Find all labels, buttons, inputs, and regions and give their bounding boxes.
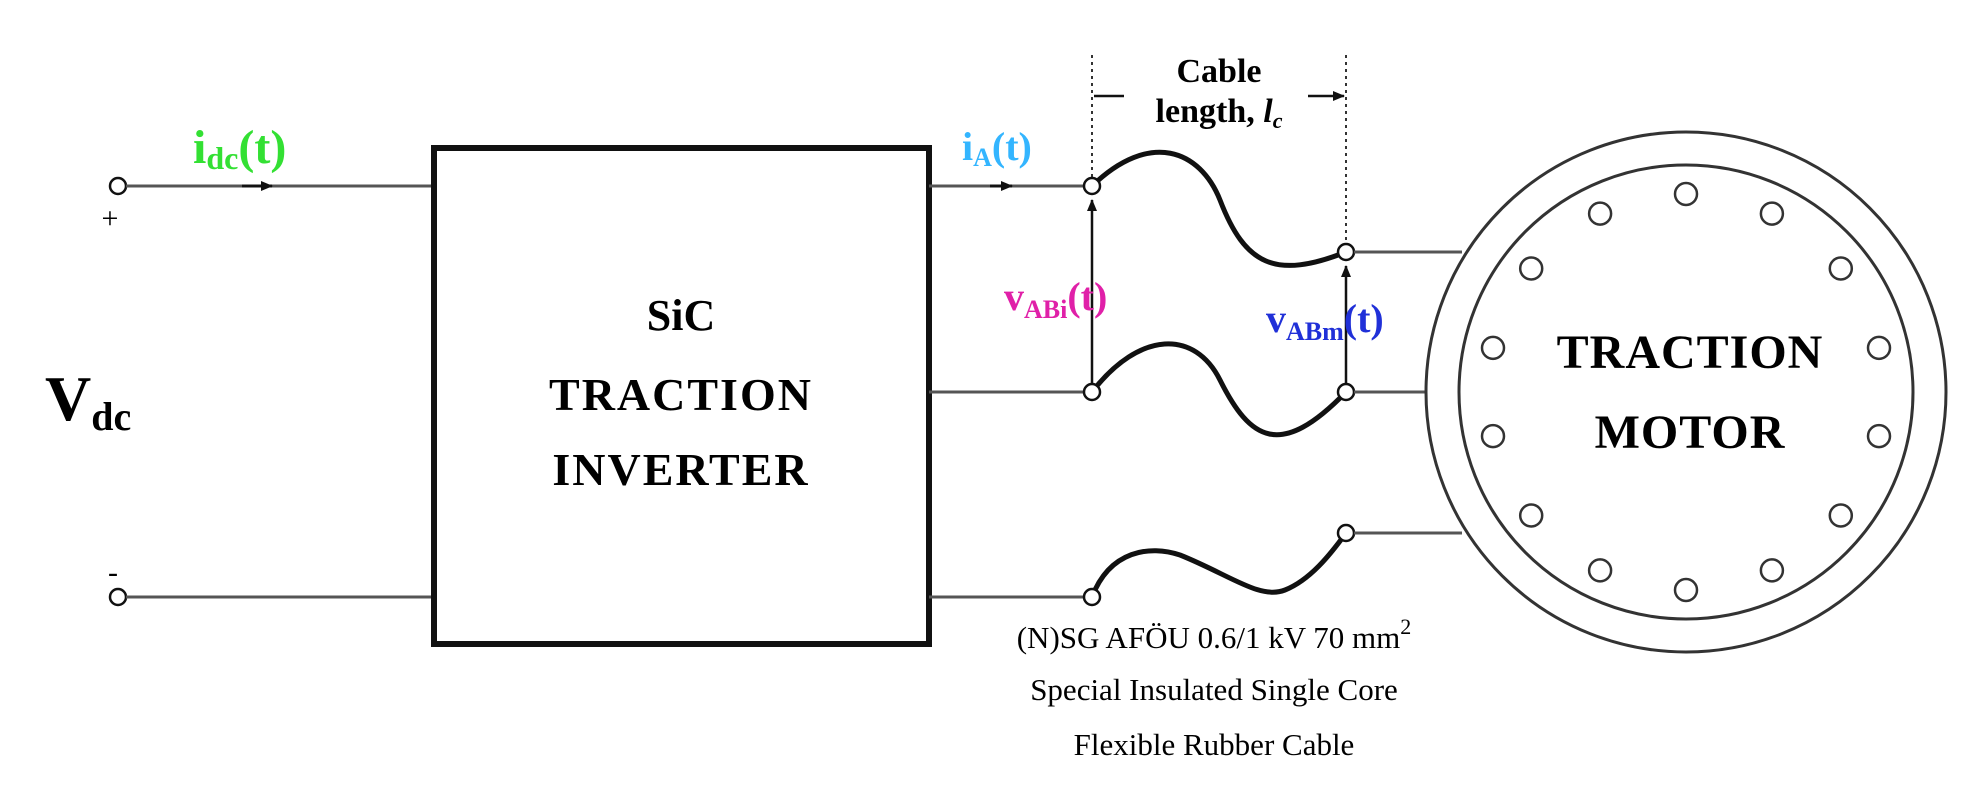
motor-terminal-b	[1336, 382, 1356, 402]
dc-current-symbol: i	[193, 121, 206, 174]
cable-spec-text: (N)SG AFÖU 0.6/1 kV 70 mm	[1017, 620, 1401, 655]
motor-bolt	[1673, 181, 1699, 207]
cable-phase-b	[1090, 341, 1348, 438]
dc-voltage-label: Vdc	[45, 363, 131, 439]
cable-spec-line3: Flexible Rubber Cable	[1074, 727, 1355, 762]
positive-sign: +	[102, 202, 119, 235]
motor-bolt	[1480, 423, 1506, 449]
motor-bolt	[1518, 256, 1544, 281]
inverter-label-line2: TRACTION	[549, 369, 813, 420]
motor-bolts	[1480, 181, 1892, 603]
motor-bolt	[1587, 558, 1613, 583]
motor-voltage-symbol: v	[1266, 296, 1286, 341]
motor-bolt	[1759, 201, 1785, 226]
dc-current-suffix: (t)	[238, 121, 286, 174]
cable-length-subscript: c	[1273, 108, 1283, 133]
traction-motor: TRACTION MOTOR	[1424, 130, 1948, 654]
motor-bolt	[1866, 335, 1892, 361]
negative-sign: -	[108, 556, 118, 589]
phase-current-label: iA(t)	[962, 124, 1032, 172]
cable-spec-superscript: 2	[1400, 614, 1411, 639]
inverter-label-line3: INVERTER	[552, 444, 809, 495]
dc-source: + - Vdc	[45, 176, 131, 607]
inverter-label-line1: SiC	[647, 291, 715, 340]
dc-voltage-symbol: V	[45, 363, 91, 434]
motor-voltage-subscript: ABm	[1286, 317, 1344, 346]
inverter-box	[431, 145, 932, 647]
motor-inner-ring	[1457, 163, 1915, 621]
motor-bolt	[1673, 577, 1699, 603]
inverter-block: SiC TRACTION INVERTER	[431, 145, 932, 647]
motor-bolt	[1828, 256, 1854, 281]
motor-voltage-suffix: (t)	[1344, 296, 1384, 341]
inverter-voltage-subscript: ABi	[1024, 295, 1067, 324]
motor-terminal-c	[1336, 523, 1356, 543]
cable-length-prefix: length,	[1156, 93, 1264, 130]
inverter-terminal-a	[1082, 176, 1102, 196]
inverter-voltage-label: vABi(t)	[1004, 274, 1107, 324]
cable-length-line2: length, lc	[1156, 93, 1283, 133]
dc-current-label: idc(t)	[193, 121, 286, 176]
cable-length-line1: Cable	[1177, 53, 1262, 90]
inverter-voltage-symbol: v	[1004, 274, 1024, 319]
motor-bolt	[1828, 503, 1854, 528]
motor-bolt	[1866, 423, 1892, 449]
cable-length-annotation: Cable length, lc	[1091, 53, 1347, 245]
motor-bolt	[1587, 201, 1613, 226]
dc-current-subscript: dc	[206, 140, 238, 176]
inverter-terminal-c	[1082, 587, 1102, 607]
motor-label-line1: TRACTION	[1557, 326, 1824, 379]
motor-bolt	[1518, 503, 1544, 528]
cable-phase-c	[1089, 531, 1349, 598]
cable-length-variable: l	[1263, 93, 1273, 130]
inverter-voltage-suffix: (t)	[1067, 274, 1107, 319]
motor-label-line2: MOTOR	[1595, 406, 1786, 459]
dc-voltage-subscript: dc	[91, 394, 131, 439]
positive-terminal	[108, 176, 128, 196]
phase-current-symbol: i	[962, 124, 973, 169]
inverter-terminal-b	[1082, 382, 1102, 402]
cable-spec-line2: Special Insulated Single Core	[1030, 672, 1398, 707]
motor-terminal-a	[1336, 242, 1356, 262]
negative-terminal	[108, 587, 128, 607]
motor-bolt	[1759, 558, 1785, 583]
phase-current-suffix: (t)	[992, 124, 1032, 169]
motor-bolt	[1480, 335, 1506, 361]
cable-phase-a	[1090, 149, 1347, 268]
cable-spec-line1: (N)SG AFÖU 0.6/1 kV 70 mm2	[1017, 614, 1412, 655]
phase-current-subscript: A	[973, 143, 992, 172]
cable-specification: (N)SG AFÖU 0.6/1 kV 70 mm2 Special Insul…	[1017, 614, 1412, 762]
motor-voltage-label: vABm(t)	[1266, 296, 1384, 346]
